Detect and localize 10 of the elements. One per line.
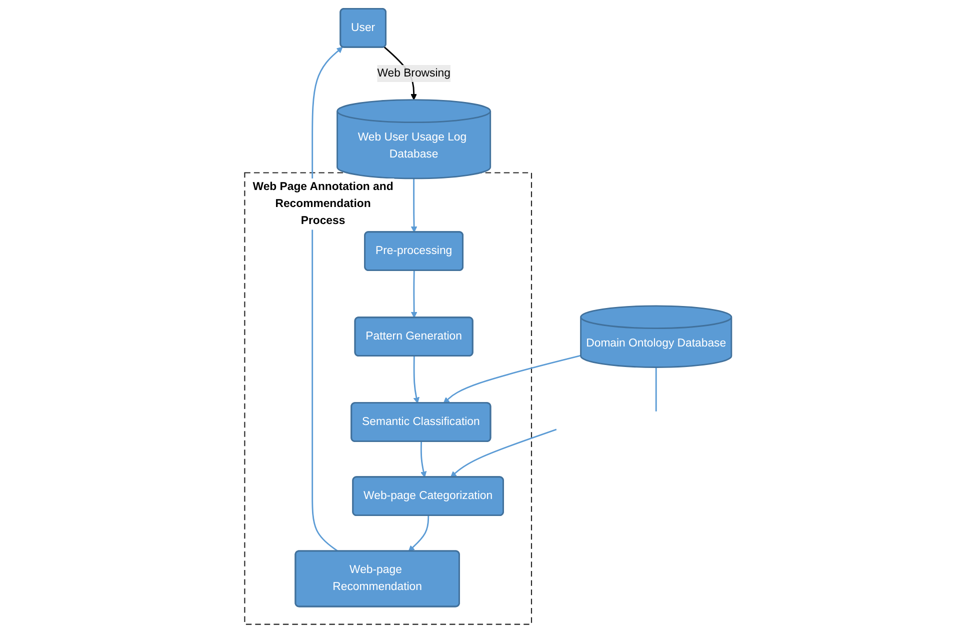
arrow <box>443 354 581 404</box>
connector <box>655 367 657 412</box>
arrow <box>312 46 343 552</box>
edge-label: Web Browsing <box>377 67 450 80</box>
arrow <box>410 270 418 318</box>
arrow <box>413 356 420 404</box>
arrow <box>450 428 557 478</box>
arrow <box>410 178 418 232</box>
arrow <box>420 442 427 478</box>
arrow <box>408 516 430 552</box>
